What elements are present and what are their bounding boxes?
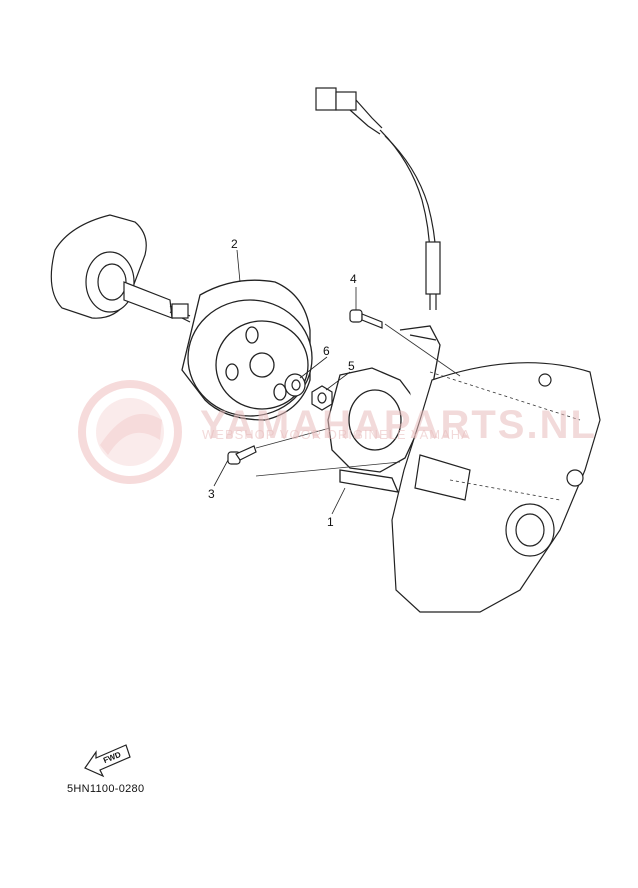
rotor-flywheel	[181, 279, 313, 421]
callout-4: 4	[350, 272, 357, 286]
assembly-lines	[255, 323, 581, 501]
connector-plug	[315, 87, 441, 310]
washer	[284, 373, 306, 397]
watermark-brand: YAMAHAPARTS.NL	[200, 403, 597, 447]
watermark-tagline: WEBSHOP VOOR ORIGINELE YAMAHA	[202, 427, 471, 442]
callout-3: 3	[208, 487, 215, 501]
callout-leaders	[213, 249, 357, 515]
bolt-3	[227, 445, 257, 465]
callout-6: 6	[323, 344, 330, 358]
callout-1: 1	[327, 515, 334, 529]
crankcase-cover	[391, 362, 601, 613]
crank-bearing-assembly	[50, 214, 191, 323]
callout-5: 5	[348, 359, 355, 373]
fwd-arrow-icon	[84, 744, 131, 778]
stator-coil	[327, 325, 441, 493]
callout-2: 2	[231, 237, 238, 251]
diagram-code: 5HN1100-0280	[67, 783, 145, 795]
bolt-4	[349, 309, 383, 329]
watermark-logo-icon	[78, 380, 182, 484]
